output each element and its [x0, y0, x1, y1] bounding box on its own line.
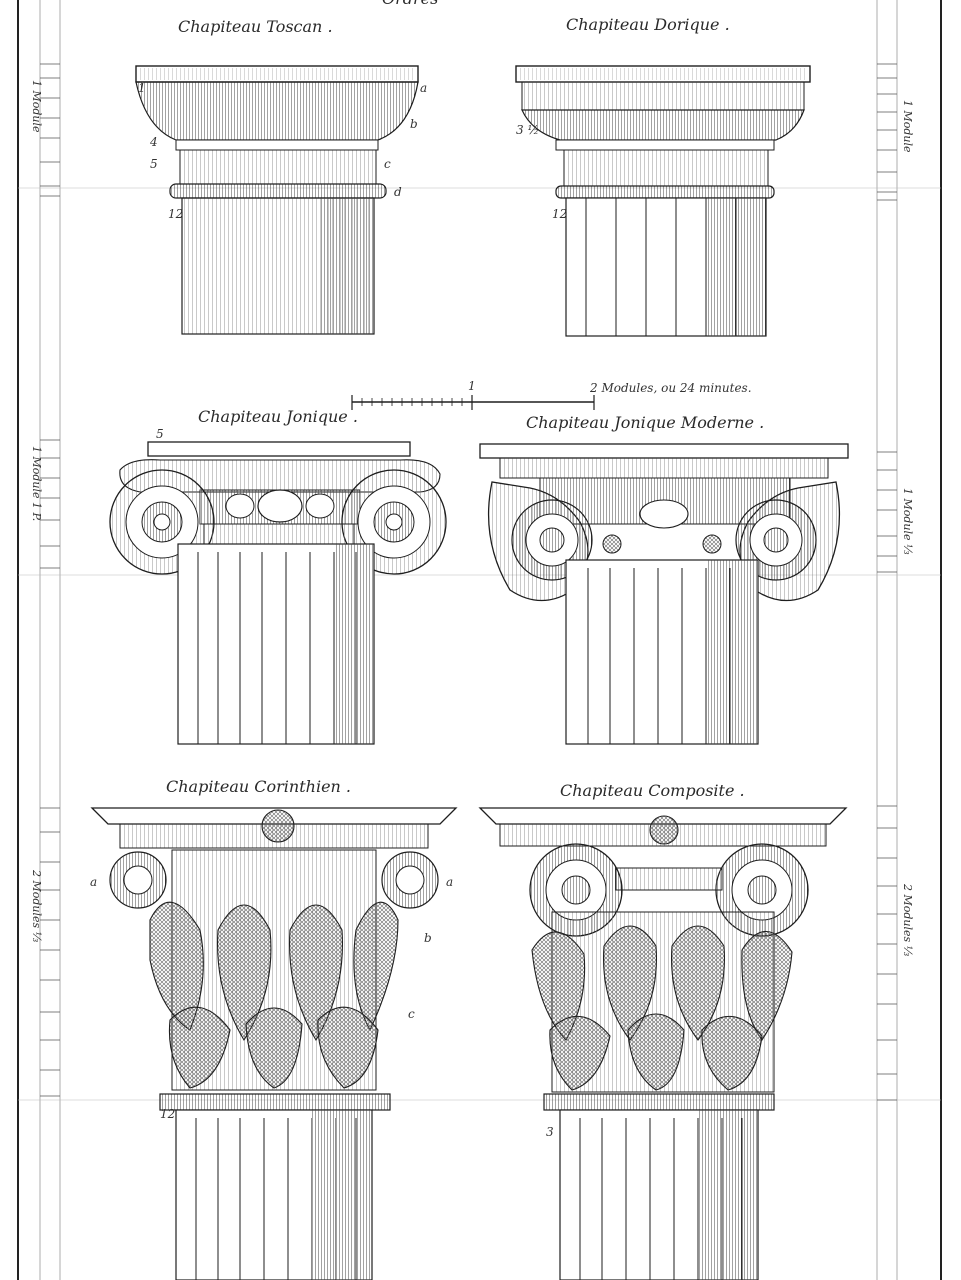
- plate-border: [17, 0, 942, 1280]
- jonique-num-5: 5: [156, 427, 164, 441]
- title-toscan: Chapiteau Toscan .: [178, 17, 333, 36]
- toscan-num-1: 1: [138, 81, 146, 95]
- corinthien-num-12: 12: [160, 1107, 175, 1121]
- right-scale-label-1: 1 Module: [901, 100, 914, 153]
- scale-caption: 2 Modules, ou 24 minutes.: [589, 381, 752, 395]
- toscan-letter-b: b: [410, 117, 418, 131]
- toscan-num-12: 12: [168, 207, 183, 221]
- toscan-letter-a: a: [420, 81, 427, 95]
- corinthien-letter-a-left: a: [90, 875, 97, 889]
- capital-jonique: Chapiteau Jonique . 5: [109, 407, 447, 745]
- capital-dorique: Chapiteau Dorique . 3 ½ 12: [515, 15, 811, 337]
- left-scale-label-3: 2 Modules ⅓: [30, 869, 43, 943]
- toscan-letter-c: c: [384, 157, 391, 171]
- module-scale-bar: 1 2 Modules, ou 24 minutes.: [351, 379, 752, 410]
- dorique-num-12: 12: [552, 207, 567, 221]
- toscan-num-4: 4: [149, 135, 158, 149]
- title-composite: Chapiteau Composite .: [560, 781, 745, 800]
- corinthien-letter-b: b: [424, 931, 432, 945]
- title-jonique-moderne: Chapiteau Jonique Moderne .: [526, 413, 764, 432]
- plate-header: Ordres: [382, 0, 438, 8]
- corinthien-letter-a-right: a: [446, 875, 453, 889]
- toscan-letter-d: d: [394, 185, 402, 199]
- toscan-num-5: 5: [150, 157, 158, 171]
- right-side-scale: 1 Module 1 Module ⅓ 2 Modules ⅓: [877, 63, 914, 1101]
- corinthien-letter-c: c: [408, 1007, 415, 1021]
- composite-num-3: 3: [546, 1125, 554, 1139]
- title-jonique: Chapiteau Jonique .: [198, 407, 358, 426]
- right-scale-label-2: 1 Module ⅓: [901, 488, 914, 555]
- left-side-scale: 1 Module 1 Module 1 P. 2 Modules ⅓: [30, 63, 60, 1097]
- dorique-num-3half: 3 ½: [516, 123, 539, 137]
- capital-toscan: Chapiteau Toscan . a b c d 1 4 5 12: [135, 17, 427, 335]
- capital-corinthien: Chapiteau Corinthien . a a b: [90, 777, 458, 1280]
- title-dorique: Chapiteau Dorique .: [566, 15, 730, 34]
- left-scale-label-2: 1 Module 1 P.: [30, 446, 43, 521]
- capital-jonique-moderne: Chapiteau Jonique Moderne .: [479, 413, 849, 745]
- scale-tick-label: 1: [468, 379, 476, 393]
- left-scale-label-1: 1 Module: [30, 80, 43, 133]
- title-corinthien: Chapiteau Corinthien .: [166, 777, 351, 796]
- capital-composite: Chapiteau Composite . 3: [478, 781, 848, 1280]
- right-scale-label-3: 2 Modules ⅓: [901, 883, 914, 957]
